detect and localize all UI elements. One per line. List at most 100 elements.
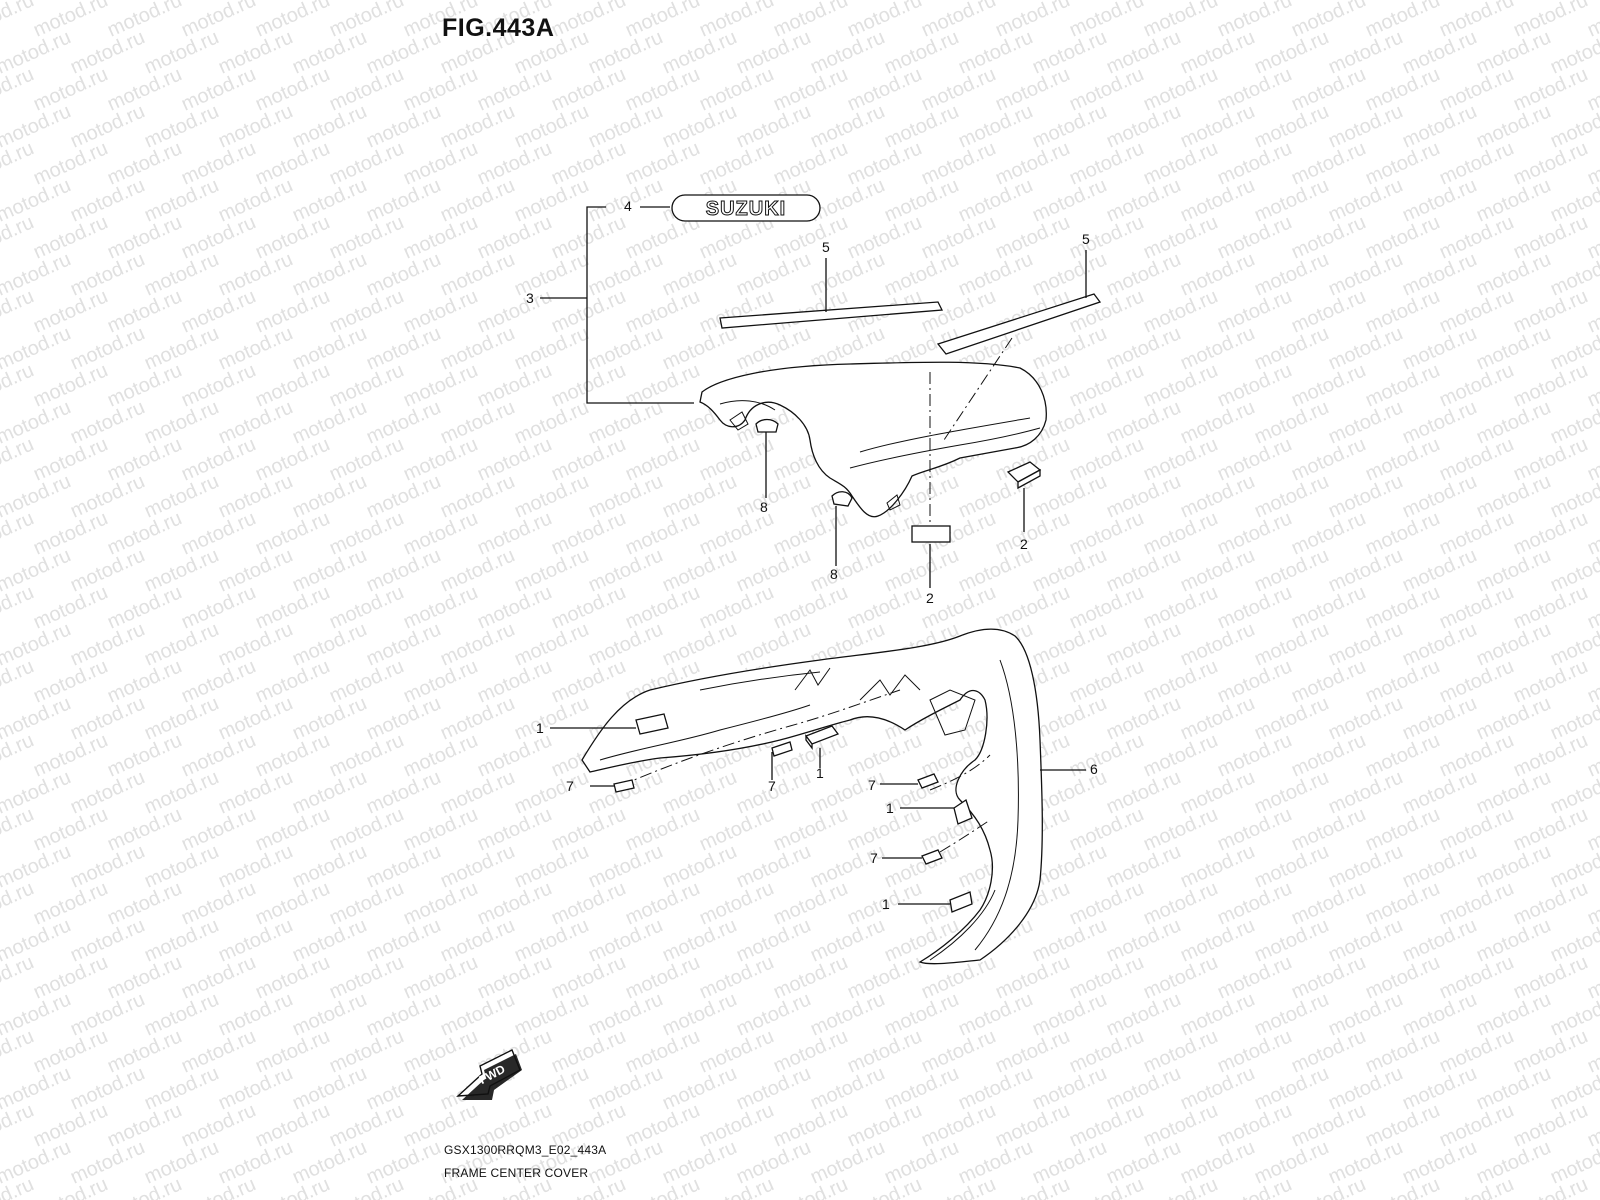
watermark-text: motod.ru bbox=[141, 544, 222, 596]
watermark-text: motod.ru bbox=[548, 877, 629, 929]
watermark-text: motod.ru bbox=[437, 322, 518, 374]
watermark-text: motod.ru bbox=[30, 285, 111, 337]
watermark-text: motod.ru bbox=[252, 359, 333, 411]
watermark-text: motod.ru bbox=[289, 914, 370, 966]
watermark-text: motod.ru bbox=[1177, 100, 1258, 152]
watermark-text: motod.ru bbox=[104, 951, 185, 1003]
watermark-text: motod.ru bbox=[1214, 729, 1295, 781]
cushion-2-right bbox=[1006, 461, 1042, 532]
watermark-text: motod.ru bbox=[992, 581, 1073, 633]
watermark-text: motod.ru bbox=[1140, 729, 1221, 781]
watermark-text: motod.ru bbox=[1510, 729, 1591, 781]
watermark-text: motod.ru bbox=[289, 1062, 370, 1114]
watermark-text: motod.ru bbox=[67, 248, 148, 300]
watermark-text: motod.ru bbox=[1362, 63, 1443, 115]
watermark-text: motod.ru bbox=[659, 840, 740, 892]
watermark-text: motod.ru bbox=[141, 914, 222, 966]
watermark-text: motod.ru bbox=[1399, 322, 1480, 374]
watermark-text: motod.ru bbox=[1214, 285, 1295, 337]
watermark-text: motod.ru bbox=[1066, 0, 1147, 42]
watermark-text: motod.ru bbox=[1473, 840, 1554, 892]
watermark-text: motod.ru bbox=[437, 692, 518, 744]
watermark-text: motod.ru bbox=[104, 137, 185, 189]
callout-1-left: 1 bbox=[536, 720, 544, 736]
watermark-text: motod.ru bbox=[622, 581, 703, 633]
watermark-text: motod.ru bbox=[104, 285, 185, 337]
callout-1-center: 1 bbox=[816, 765, 824, 781]
watermark-text: motod.ru bbox=[1510, 137, 1591, 189]
watermark-text: motod.ru bbox=[807, 26, 888, 78]
watermark-text: motod.ru bbox=[659, 100, 740, 152]
watermark-text: motod.ru bbox=[30, 803, 111, 855]
watermark-text: motod.ru bbox=[1029, 470, 1110, 522]
watermark-text: motod.ru bbox=[1584, 655, 1600, 707]
watermark-text: motod.ru bbox=[1066, 63, 1147, 115]
watermark-text: motod.ru bbox=[1362, 951, 1443, 1003]
watermark-text: motod.ru bbox=[1029, 618, 1110, 670]
watermark-text: motod.ru bbox=[622, 359, 703, 411]
watermark-text: motod.ru bbox=[67, 322, 148, 374]
watermark-text: motod.ru bbox=[104, 0, 185, 42]
watermark-text: motod.ru bbox=[1029, 322, 1110, 374]
watermark-text: motod.ru bbox=[1066, 803, 1147, 855]
watermark-text: motod.ru bbox=[807, 544, 888, 596]
watermark-text: motod.ru bbox=[696, 137, 777, 189]
watermark-text: motod.ru bbox=[1103, 248, 1184, 300]
watermark-text: motod.ru bbox=[1251, 1136, 1332, 1188]
watermark-text: motod.ru bbox=[1288, 1025, 1369, 1077]
frame-center-cover-lower bbox=[550, 628, 1086, 965]
watermark-text: motod.ru bbox=[881, 544, 962, 596]
watermark-text: motod.ru bbox=[770, 507, 851, 559]
watermark-text: motod.ru bbox=[1103, 470, 1184, 522]
watermark-text: motod.ru bbox=[363, 26, 444, 78]
watermark-text: motod.ru bbox=[1362, 433, 1443, 485]
watermark-text: motod.ru bbox=[1362, 1099, 1443, 1151]
watermark-text: motod.ru bbox=[1473, 766, 1554, 818]
watermark-text: motod.ru bbox=[1214, 211, 1295, 263]
watermark-text: motod.ru bbox=[733, 988, 814, 1040]
watermark-text: motod.ru bbox=[511, 1062, 592, 1114]
watermark-text: motod.ru bbox=[104, 581, 185, 633]
watermark-text: motod.ru bbox=[1362, 211, 1443, 263]
watermark-text: motod.ru bbox=[289, 840, 370, 892]
watermark-text: motod.ru bbox=[141, 692, 222, 744]
watermark-text: motod.ru bbox=[844, 1099, 925, 1151]
watermark-text: motod.ru bbox=[1066, 507, 1147, 559]
watermark-text: motod.ru bbox=[1325, 396, 1406, 448]
watermark-text: motod.ru bbox=[733, 914, 814, 966]
watermark-text: motod.ru bbox=[1362, 507, 1443, 559]
watermark-text: motod.ru bbox=[1584, 1099, 1600, 1151]
watermark-text: motod.ru bbox=[215, 1062, 296, 1114]
watermark-text: motod.ru bbox=[178, 285, 259, 337]
screw-7-right-upper bbox=[880, 773, 939, 789]
watermark-text: motod.ru bbox=[252, 877, 333, 929]
frame-center-cover-upper: SUZUKI bbox=[540, 194, 1102, 588]
watermark-text: motod.ru bbox=[992, 507, 1073, 559]
watermark-text: motod.ru bbox=[1362, 137, 1443, 189]
watermark-text: motod.ru bbox=[622, 1099, 703, 1151]
model-code: GSX1300RRQM3_E02_443A bbox=[444, 1143, 607, 1157]
watermark-text: motod.ru bbox=[1103, 100, 1184, 152]
watermark-text: motod.ru bbox=[548, 581, 629, 633]
watermark-text: motod.ru bbox=[511, 100, 592, 152]
callout-7-right-lower: 7 bbox=[870, 850, 878, 866]
watermark-text: motod.ru bbox=[1584, 803, 1600, 855]
watermark-text: motod.ru bbox=[1029, 988, 1110, 1040]
watermark-text: motod.ru bbox=[511, 618, 592, 670]
watermark-text: motod.ru bbox=[1140, 803, 1221, 855]
watermark-text: motod.ru bbox=[1029, 1136, 1110, 1188]
watermark-text: motod.ru bbox=[67, 840, 148, 892]
watermark-text: motod.ru bbox=[1362, 0, 1443, 42]
callout-2-right: 2 bbox=[1020, 536, 1028, 552]
watermark-text: motod.ru bbox=[1436, 359, 1517, 411]
watermark-text: motod.ru bbox=[1325, 914, 1406, 966]
watermark-text: motod.ru bbox=[1214, 433, 1295, 485]
watermark-text: motod.ru bbox=[326, 581, 407, 633]
watermark-text: motod.ru bbox=[881, 248, 962, 300]
watermark-text: motod.ru bbox=[67, 396, 148, 448]
watermark-text: motod.ru bbox=[215, 766, 296, 818]
watermark-text: motod.ru bbox=[1140, 63, 1221, 115]
watermark-text: motod.ru bbox=[659, 988, 740, 1040]
watermark-text: motod.ru bbox=[178, 803, 259, 855]
watermark-text: motod.ru bbox=[1288, 285, 1369, 337]
